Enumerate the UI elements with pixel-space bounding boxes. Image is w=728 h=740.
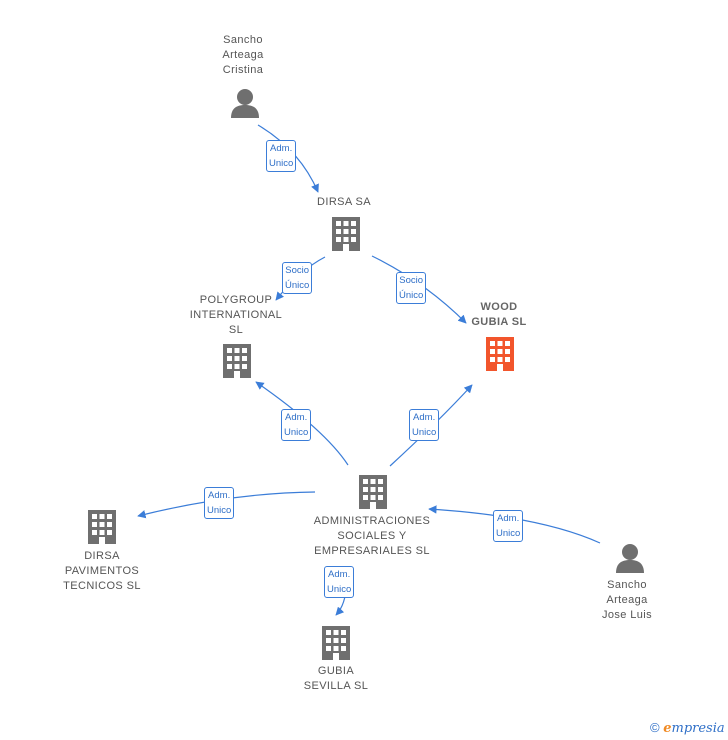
edge-label-admin-to-gubia-sevilla[interactable]: Adm. Unico [324,566,355,598]
person-top-person-icon[interactable] [231,89,259,118]
brand-initial: e [663,721,672,736]
admin-label[interactable]: ADMINISTRACIONES SOCIALES Y EMPRESARIALE… [313,515,431,557]
copyright-symbol: © [650,720,660,735]
dirsa-sa-label[interactable]: DIRSA SA [317,196,371,208]
polygroup-label[interactable]: POLYGROUP INTERNATIONAL SL [189,294,283,336]
dirsa-pav-building-icon[interactable] [88,510,116,544]
dirsa-pav-label[interactable]: DIRSA PAVIMENTOS TECNICOS SL [63,550,141,592]
edge-label-person-top-to-dirsa-sa[interactable]: Adm. Unico [266,140,297,172]
person-right-label[interactable]: Sancho Arteaga Jose Luis [601,579,653,621]
brand-rest: mpresia [671,721,725,736]
nodes-layer [88,89,644,660]
person-top-label[interactable]: Sancho Arteaga Cristina [222,34,264,76]
edge-label-dirsa-sa-to-polygroup[interactable]: Socio Único [282,262,313,294]
brand-logo: empresia [663,721,724,736]
edge-person-right-to-admin [428,505,601,544]
edge-label-person-right-to-admin[interactable]: Adm. Unico [493,510,524,542]
gubia-sevilla-label[interactable]: GUBIA SEVILLA SL [303,665,369,692]
edge-label-admin-to-wood-gubia[interactable]: Adm. Unico [409,409,440,441]
edge-admin-to-polygroup [255,381,349,466]
admin-building-icon[interactable] [359,475,387,509]
gubia-sevilla-building-icon[interactable] [322,626,350,660]
edge-label-dirsa-sa-to-wood-gubia[interactable]: Socio Único [396,272,427,304]
wood-gubia-building-icon[interactable] [486,337,514,371]
person-right-person-icon[interactable] [616,544,644,573]
edge-label-admin-to-polygroup[interactable]: Adm. Unico [281,409,312,441]
edge-label-admin-to-dirsa-pav[interactable]: Adm. Unico [204,487,235,519]
polygroup-building-icon[interactable] [223,344,251,378]
wood-gubia-label[interactable]: WOOD GUBIA SL [471,301,527,328]
empresia-watermark[interactable]: © empresia [650,720,725,736]
dirsa-sa-building-icon[interactable] [332,217,360,251]
